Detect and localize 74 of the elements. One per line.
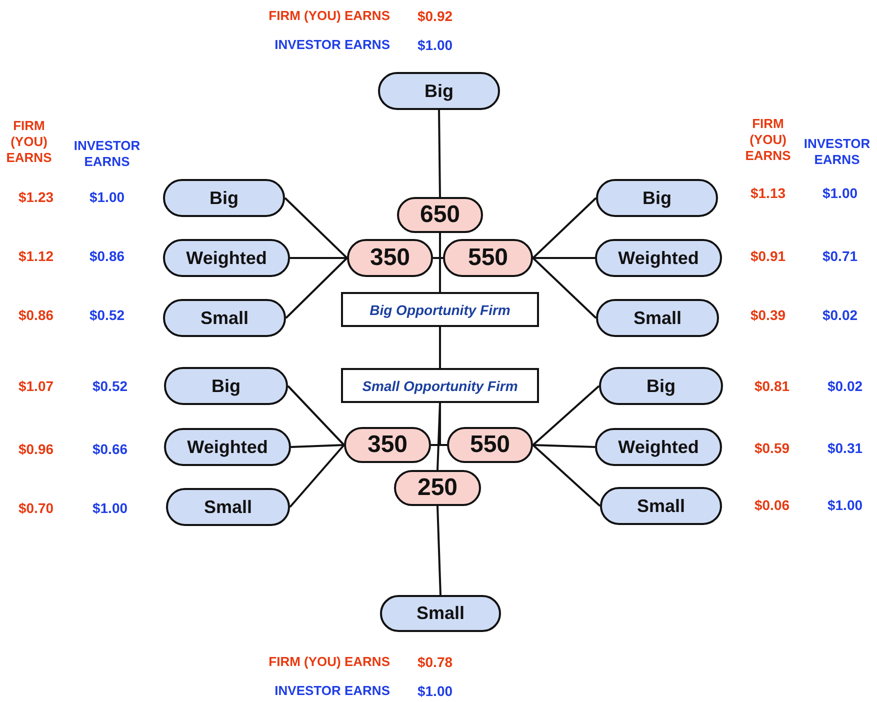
connector-line	[285, 257, 348, 319]
connector-line	[439, 257, 443, 292]
payoff-value: $0.70	[18, 500, 54, 516]
payoff-value: $0.52	[89, 307, 125, 323]
payoff-value: $0.96	[18, 441, 54, 457]
payoff-value: $0.39	[750, 307, 786, 323]
choice-pill: Big	[596, 179, 718, 217]
firm-type-box: Small Opportunity Firm	[341, 368, 539, 403]
choice-pill: Big	[378, 72, 500, 110]
choice-pill: Weighted	[164, 428, 291, 466]
connector-line	[290, 444, 344, 448]
payoff-value: $0.81	[754, 378, 790, 394]
payoff-value: $1.23	[18, 189, 54, 205]
payoff-value: $0.78	[417, 654, 453, 670]
payoff-header: INVESTOR EARNS	[802, 136, 872, 168]
payoff-value: $0.52	[92, 378, 128, 394]
payoff-header: FIRM (YOU) EARNS	[268, 654, 390, 670]
firm-type-box: Big Opportunity Firm	[341, 292, 539, 327]
connector-line	[533, 257, 595, 259]
payoff-value: $0.91	[750, 248, 786, 264]
connector-line	[532, 444, 601, 507]
offer-pill: 350	[347, 239, 433, 277]
connector-line	[287, 385, 345, 446]
connector-line	[438, 110, 441, 198]
connector-line	[290, 257, 347, 259]
payoff-value: $0.02	[822, 307, 858, 323]
payoff-header: INVESTOR EARNS	[72, 138, 142, 170]
choice-pill: Small	[380, 595, 501, 632]
choice-pill: Big	[163, 179, 285, 217]
connector-line	[289, 444, 345, 508]
payoff-header: FIRM (YOU) EARNS	[268, 8, 390, 24]
connector-line	[532, 197, 597, 259]
connector-line	[532, 385, 600, 446]
payoff-value: $0.06	[754, 497, 790, 513]
payoff-value: $0.86	[18, 307, 54, 323]
payoff-value: $0.71	[822, 248, 858, 264]
choice-pill: Weighted	[163, 239, 290, 277]
payoff-value: $0.86	[89, 248, 125, 264]
offer-pill: 550	[443, 239, 533, 277]
payoff-header: FIRM (YOU) EARNS	[744, 116, 792, 164]
payoff-value: $0.59	[754, 440, 790, 456]
choice-pill: Small	[163, 299, 286, 337]
payoff-value: $1.00	[89, 189, 125, 205]
payoff-value: $1.00	[92, 500, 128, 516]
choice-pill: Big	[164, 367, 288, 405]
connector-line	[532, 444, 596, 448]
payoff-value: $0.02	[827, 378, 863, 394]
payoff-value: $1.12	[18, 248, 54, 264]
choice-pill: Small	[166, 488, 290, 526]
choice-pill: Small	[600, 487, 722, 525]
payoff-value: $1.07	[18, 378, 54, 394]
connector-line	[532, 257, 597, 319]
payoff-value: $1.00	[822, 185, 858, 201]
payoff-value: $0.31	[827, 440, 863, 456]
connector-line	[439, 327, 441, 368]
offer-pill: 250	[394, 470, 481, 506]
offer-pill: 350	[344, 427, 431, 463]
payoff-value: $1.00	[417, 683, 453, 699]
payoff-value: $1.00	[417, 37, 453, 53]
choice-pill: Small	[596, 299, 719, 337]
choice-pill: Weighted	[595, 428, 722, 466]
payoff-value: $0.92	[417, 8, 453, 24]
payoff-header: INVESTOR EARNS	[274, 683, 390, 699]
payoff-header: FIRM (YOU) EARNS	[6, 118, 52, 166]
connector-line	[284, 197, 348, 259]
payoff-value: $0.66	[92, 441, 128, 457]
choice-pill: Big	[599, 367, 723, 405]
connector-line	[436, 506, 442, 596]
offer-pill: 550	[447, 427, 533, 463]
payoff-header: INVESTOR EARNS	[274, 37, 390, 53]
payoff-value: $1.13	[750, 185, 786, 201]
offer-pill: 650	[397, 197, 483, 233]
payoff-value: $1.00	[827, 497, 863, 513]
choice-pill: Weighted	[595, 239, 722, 277]
